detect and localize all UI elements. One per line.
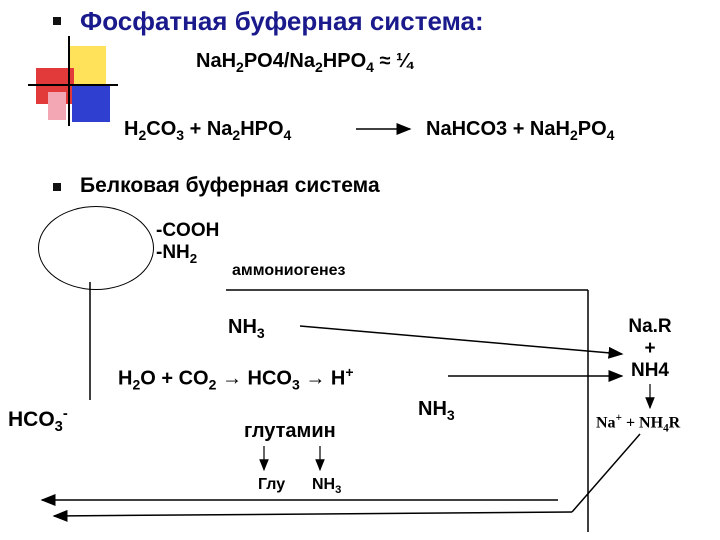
phosphate-ratio: NaH2PO4/Na2HPO4 ≈ ¼ bbox=[196, 50, 413, 75]
heading-phosphate-buffer: Фосфатная буферная система: bbox=[80, 6, 484, 36]
equation-co2-hco3: H2O + CO2 → HCO3 → H+ bbox=[118, 364, 354, 393]
bullet-2 bbox=[53, 183, 61, 191]
deco-horizontal-line bbox=[28, 84, 118, 86]
nh2-group: -NH2 bbox=[156, 242, 198, 266]
nh3-small: NH3 bbox=[312, 476, 342, 497]
bullet-1 bbox=[53, 17, 61, 25]
glu-label: Глу bbox=[258, 476, 286, 493]
ammoniogenesis-label: аммониогенез bbox=[232, 262, 346, 279]
reaction1-left: H2CO3 + Na2HPO4 bbox=[124, 118, 292, 143]
deco-pink-square bbox=[48, 92, 66, 120]
reaction1-right: NaHCO3 + NaH2PO4 bbox=[426, 118, 615, 143]
nh3-mid: NH3 bbox=[418, 398, 455, 423]
deco-yellow-square bbox=[68, 46, 106, 86]
nar-nh4-block: Na.R + NH4 bbox=[620, 316, 680, 382]
deco-vertical-line bbox=[68, 36, 70, 126]
nar-line3: NH4 bbox=[630, 360, 669, 381]
nar-line2: + bbox=[644, 338, 656, 359]
heading-protein-buffer: Белковая буферная система bbox=[80, 174, 380, 197]
glutamine-label: глутамин bbox=[244, 420, 336, 442]
hco3-ion: HCO3- bbox=[8, 406, 68, 436]
return-arrow-2 bbox=[52, 509, 573, 522]
protein-oval bbox=[38, 206, 154, 290]
nh3-to-nar-arrow bbox=[299, 325, 624, 359]
cooh-group: -COOH bbox=[156, 220, 220, 241]
na-down-line bbox=[571, 433, 641, 513]
nh3-top: NH3 bbox=[228, 316, 265, 341]
na-nh4r-label: Na+ + NH4R bbox=[596, 412, 681, 435]
deco-blue-square bbox=[72, 84, 110, 122]
nar-line1: Na.R bbox=[628, 316, 672, 337]
